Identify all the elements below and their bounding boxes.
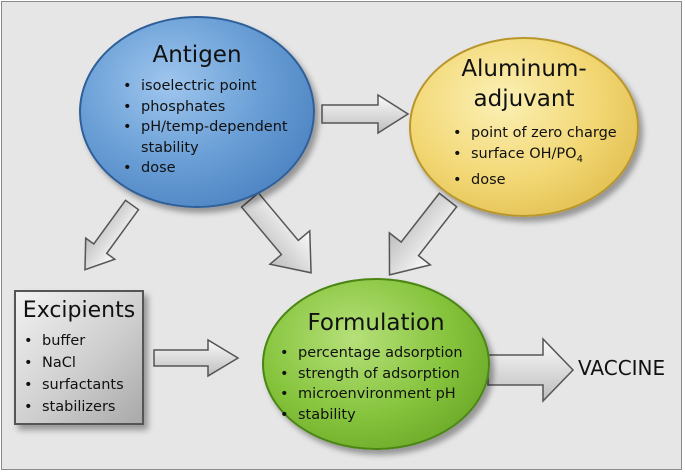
aluminum-item: point of zero charge xyxy=(451,123,617,144)
arrow-antigen-to-formulation xyxy=(240,191,312,274)
aluminum-title-line1: Aluminum- xyxy=(461,56,587,82)
arrow-aluminum-to-formulation xyxy=(388,192,458,276)
antigen-item: phosphates xyxy=(121,97,311,118)
vaccine-label: VACCINE xyxy=(578,356,666,380)
aluminum-item: dose xyxy=(451,170,617,191)
formulation-item: stability xyxy=(278,405,463,426)
antigen-list: isoelectric point phosphates pH/temp-dep… xyxy=(121,76,311,179)
formulation-title: Formulation xyxy=(307,310,445,336)
excipients-item: NaCl xyxy=(22,352,124,374)
aluminum-title-line2: adjuvant xyxy=(473,86,575,112)
aluminum-item-subscript: 4 xyxy=(576,153,583,165)
excipients-list: buffer NaCl surfactants stabilizers xyxy=(22,330,124,418)
aluminum-adjuvant-node: Aluminum- adjuvant point of zero charge … xyxy=(409,37,639,217)
formulation-node: Formulation percentage adsorption streng… xyxy=(262,278,490,450)
antigen-node: Antigen isoelectric point phosphates pH/… xyxy=(79,16,315,208)
aluminum-list: point of zero charge surface OH/PO4 dose xyxy=(451,123,617,190)
formulation-item: strength of adsorption xyxy=(278,364,463,385)
excipients-title: Excipients xyxy=(22,298,136,323)
antigen-item: dose xyxy=(121,158,311,179)
antigen-item: pH/temp-dependent stability xyxy=(121,117,311,158)
antigen-title: Antigen xyxy=(152,42,242,68)
formulation-list: percentage adsorption strength of adsorp… xyxy=(278,343,463,425)
formulation-item: percentage adsorption xyxy=(278,343,463,364)
arrow-antigen-to-excipients xyxy=(84,199,140,271)
antigen-item: isoelectric point xyxy=(121,76,311,97)
arrow-excipients-to-formulation xyxy=(153,338,240,378)
formulation-item: microenvironment pH xyxy=(278,384,463,405)
excipients-item: buffer xyxy=(22,330,124,352)
excipients-item: surfactants xyxy=(22,374,124,396)
excipients-item: stabilizers xyxy=(22,396,124,418)
arrow-formulation-to-vaccine xyxy=(487,337,575,403)
aluminum-item-text: surface OH/PO xyxy=(471,145,577,162)
aluminum-item: surface OH/PO4 xyxy=(451,144,617,170)
arrow-antigen-to-aluminum xyxy=(321,93,410,135)
excipients-node: Excipients buffer NaCl surfactants stabi… xyxy=(14,290,144,425)
